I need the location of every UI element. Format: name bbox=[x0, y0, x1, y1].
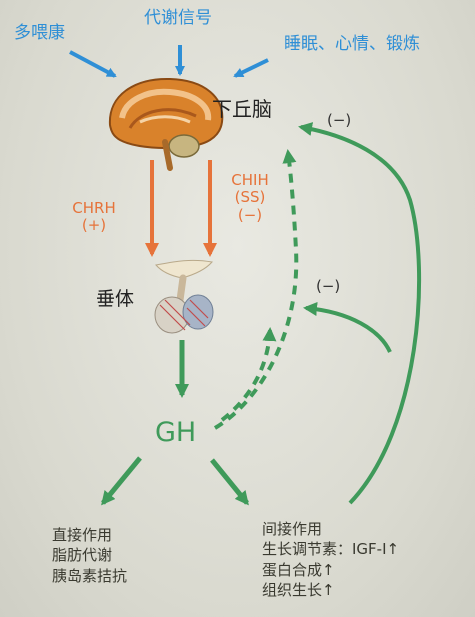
direct-effects-title: 直接作用 bbox=[52, 526, 113, 544]
brain-illustration bbox=[108, 77, 224, 171]
chrh-sign: (+) bbox=[81, 216, 107, 235]
direct-effect-item: 脂肪代谢 bbox=[52, 546, 113, 565]
input-label-left: 多喂康 bbox=[14, 23, 65, 43]
gh-feedback-to-pituitary bbox=[220, 327, 277, 422]
input-label-right: 睡眠、心情、锻炼 bbox=[284, 34, 420, 54]
gh-to-direct-arrow bbox=[101, 456, 142, 506]
indirect-effects: 间接作用 生长调节素：IGF-I↑ 蛋白合成↑ 组织生长↑ bbox=[262, 519, 399, 600]
pituitary-illustration bbox=[154, 259, 214, 334]
chih-label: CHIH (SS) (−) bbox=[218, 171, 282, 224]
chih-sign: (−) bbox=[237, 205, 263, 224]
input-label-center: 代谢信号 bbox=[144, 8, 212, 28]
igf-feedback-to-pituitary bbox=[303, 302, 392, 353]
indirect-effect-item: 组织生长↑ bbox=[262, 580, 335, 599]
direct-effects: 直接作用 脂肪代谢 胰岛素拮抗 bbox=[52, 525, 127, 586]
gh-feedback-to-hypothalamus bbox=[213, 149, 299, 430]
chih-alias: (SS) bbox=[234, 188, 266, 207]
pituitary-label: 垂体 bbox=[96, 288, 135, 310]
gh-label: GH bbox=[155, 417, 197, 448]
igf-feedback-to-hypothalamus bbox=[298, 122, 422, 505]
feedback-sign-lower: (−) bbox=[316, 277, 341, 295]
chrh-name: CHRH bbox=[72, 199, 116, 217]
direct-effect-item: 胰岛素拮抗 bbox=[52, 566, 128, 585]
chrh-label: CHRH (+) bbox=[62, 199, 126, 235]
input-arrow-right bbox=[233, 58, 269, 78]
feedback-sign-upper: (−) bbox=[327, 111, 352, 129]
indirect-effect-item: 蛋白合成↑ bbox=[262, 560, 335, 579]
gh-to-indirect-arrow bbox=[210, 458, 249, 506]
hypothalamus-label: 下丘脑 bbox=[212, 97, 272, 121]
chih-name: CHIH bbox=[231, 171, 269, 189]
input-arrow-left bbox=[69, 50, 117, 78]
indirect-effect-item: 生长调节素：IGF-I↑ bbox=[262, 540, 400, 559]
indirect-effects-title: 间接作用 bbox=[262, 520, 323, 538]
